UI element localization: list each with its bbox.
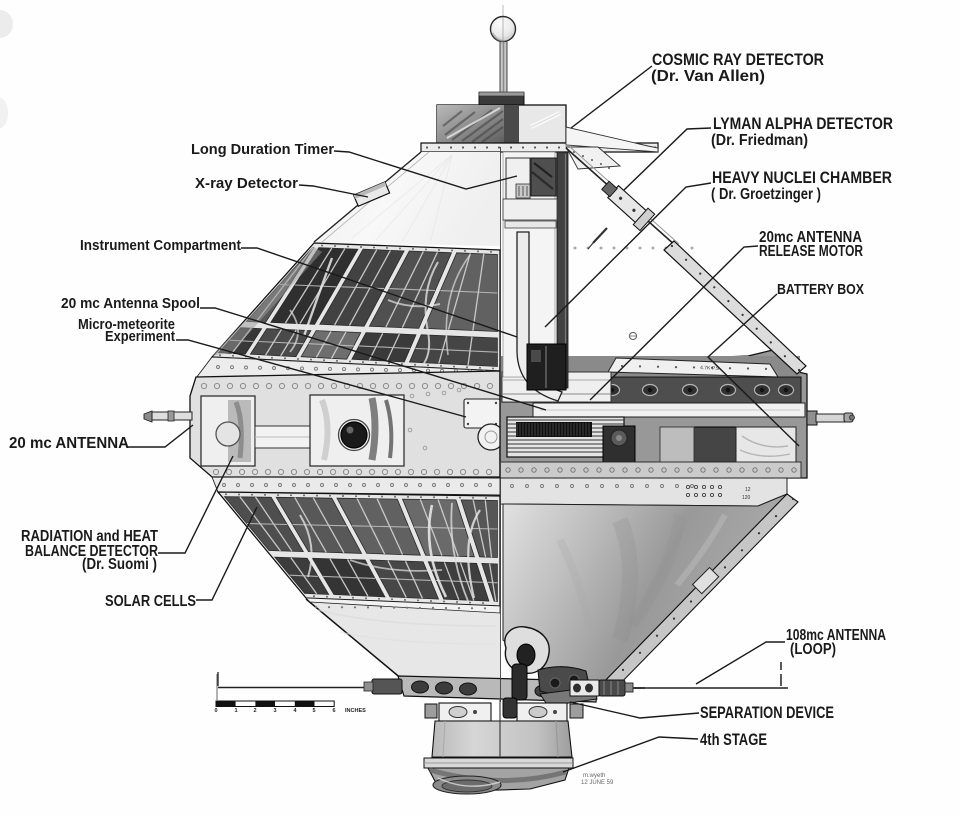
svg-text:0: 0 [214, 708, 217, 714]
svg-text:108mc ANTENNA: 108mc ANTENNA [786, 627, 886, 644]
svg-text:(Dr. Van Allen): (Dr. Van Allen) [651, 68, 765, 85]
svg-text:20mc ANTENNA: 20mc ANTENNA [759, 229, 862, 246]
svg-text:6: 6 [332, 708, 335, 714]
svg-text:Long Duration Timer: Long Duration Timer [191, 141, 334, 158]
svg-text:120: 120 [742, 495, 751, 501]
svg-text:Experiment: Experiment [105, 329, 175, 345]
svg-text:4: 4 [293, 708, 297, 714]
svg-text:4th STAGE: 4th STAGE [700, 730, 767, 749]
svg-text:1: 1 [234, 708, 237, 714]
svg-text:Micro-meteorite: Micro-meteorite [78, 317, 175, 333]
svg-text:(LOOP): (LOOP) [790, 641, 836, 658]
svg-text:2: 2 [253, 708, 256, 714]
svg-text:5: 5 [312, 708, 315, 714]
svg-text:3: 3 [273, 708, 276, 714]
svg-text:(Dr. Suomi ): (Dr. Suomi ) [82, 556, 157, 573]
svg-text:COSMIC RAY DETECTOR: COSMIC RAY DETECTOR [652, 50, 824, 69]
svg-text:HEAVY NUCLEI CHAMBER: HEAVY NUCLEI CHAMBER [712, 168, 892, 187]
svg-text:m.wyeth: m.wyeth [583, 773, 605, 779]
svg-text:12 JUNE 59: 12 JUNE 59 [581, 780, 614, 786]
svg-text:20 mc ANTENNA: 20 mc ANTENNA [9, 435, 129, 452]
svg-text:SOLAR CELLS: SOLAR CELLS [105, 593, 196, 610]
svg-text:BALANCE DETECTOR: BALANCE DETECTOR [25, 543, 158, 560]
svg-text:12: 12 [745, 487, 751, 493]
svg-text:X-ray Detector: X-ray Detector [195, 175, 298, 192]
svg-text:( Dr. Groetzinger ): ( Dr. Groetzinger ) [711, 186, 821, 203]
svg-text:RELEASE MOTOR: RELEASE MOTOR [759, 243, 863, 260]
svg-text:INCHES: INCHES [345, 708, 366, 714]
svg-text:BATTERY BOX: BATTERY BOX [777, 281, 864, 298]
svg-text:LYMAN ALPHA DETECTOR: LYMAN ALPHA DETECTOR [713, 114, 893, 133]
svg-text:(Dr. Friedman): (Dr. Friedman) [711, 132, 808, 149]
svg-text:20 mc Antenna Spool: 20 mc Antenna Spool [61, 295, 200, 312]
svg-text:Instrument Compartment: Instrument Compartment [80, 237, 241, 254]
svg-text:4.7K P.S: 4.7K P.S [700, 365, 720, 372]
svg-text:SEPARATION DEVICE: SEPARATION DEVICE [700, 703, 834, 722]
svg-text:RADIATION and HEAT: RADIATION and HEAT [21, 528, 158, 545]
